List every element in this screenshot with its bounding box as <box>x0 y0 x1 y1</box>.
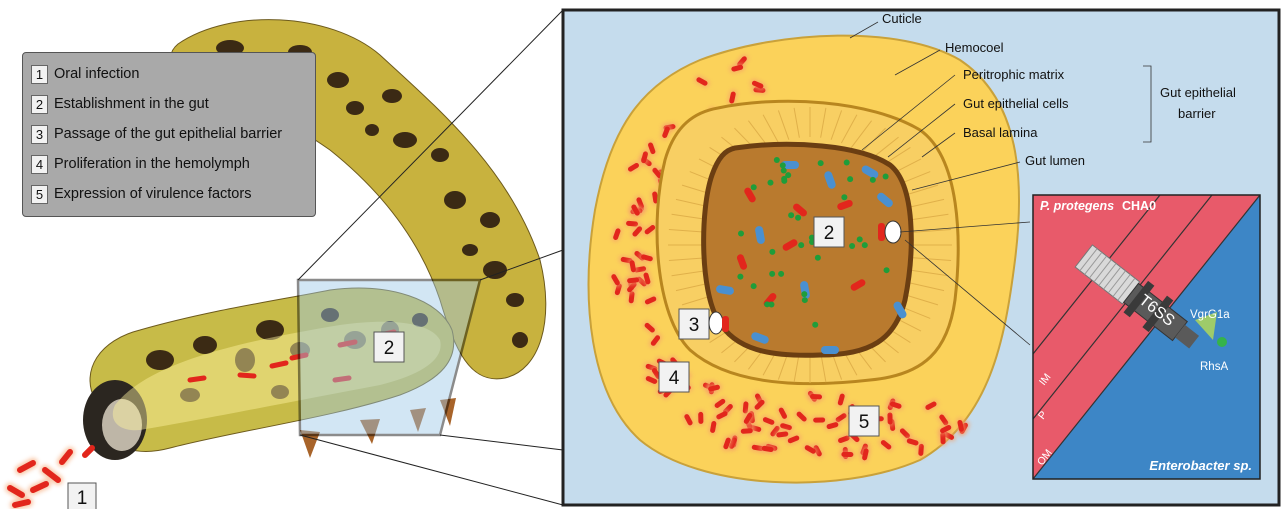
gut-bacterium <box>821 346 839 354</box>
green-particle <box>751 283 757 289</box>
step-3-box: 3 <box>679 309 709 339</box>
green-particle <box>847 176 853 182</box>
legend-item: 2 Establishment in the gut <box>31 93 209 115</box>
green-particle <box>769 271 775 277</box>
green-particle <box>818 160 824 166</box>
legend-item-number: 3 <box>31 125 48 144</box>
legend-item-number: 2 <box>31 95 48 114</box>
legend-item: 5 Expression of virulence factors <box>31 183 251 205</box>
legend-item: 3 Passage of the gut epithelial barrier <box>31 123 282 145</box>
green-particle <box>862 242 868 248</box>
hemolymph-bacterium <box>808 392 824 401</box>
gut-lumen <box>704 144 912 355</box>
green-particle <box>769 249 775 255</box>
green-particle <box>751 184 757 190</box>
legend-item-number: 4 <box>31 155 48 174</box>
label-vgrg1a: VgrG1a <box>1190 309 1230 321</box>
step-4-box: 4 <box>659 362 689 392</box>
label-barrier-line1: Gut epithelial <box>1160 85 1236 100</box>
green-particle <box>781 176 787 182</box>
label-rhsa: RhsA <box>1200 361 1228 373</box>
green-particle <box>849 243 855 249</box>
step-5-label: 5 <box>859 412 870 433</box>
label-gut-epithelial-cells: Gut epithelial cells <box>963 96 1069 111</box>
step-2-box-caterpillar: 2 <box>374 332 404 362</box>
hemolymph-bacterium <box>811 416 827 424</box>
legend-item-label: Establishment in the gut <box>54 96 209 112</box>
step-4-label: 4 <box>669 368 680 389</box>
hemolymph-bacterium <box>839 450 855 458</box>
hemolymph-bacterium <box>739 426 756 435</box>
green-particle <box>795 215 801 221</box>
green-particle <box>884 267 890 273</box>
green-particle <box>737 274 743 280</box>
label-strain-suffix: CHA0 <box>1122 199 1156 213</box>
green-particle <box>798 242 804 248</box>
green-particle <box>857 236 863 242</box>
step-3-label: 3 <box>689 315 700 336</box>
legend-item-number: 5 <box>31 185 48 204</box>
green-particle <box>870 177 876 183</box>
green-particle <box>841 194 847 200</box>
green-particle <box>815 255 821 261</box>
green-particle <box>788 212 794 218</box>
green-particle <box>812 322 818 328</box>
step-1-box: 1 <box>68 483 96 509</box>
hemolymph-bacterium <box>886 410 894 426</box>
label-cuticle: Cuticle <box>882 11 922 26</box>
green-particle <box>802 297 808 303</box>
green-particle <box>781 168 787 174</box>
legend: 1 Oral infection 2 Establishment in the … <box>22 52 316 217</box>
green-particle <box>780 162 786 168</box>
step-2-label-caterpillar: 2 <box>384 338 395 359</box>
label-peritrophic-matrix: Peritrophic matrix <box>963 67 1065 82</box>
label-barrier-line2: barrier <box>1178 106 1216 121</box>
label-target-species: Enterobacter sp. <box>1149 458 1252 473</box>
green-particle <box>764 301 770 307</box>
legend-item: 4 Proliferation in the hemolymph <box>31 153 250 175</box>
t6ss-inset: P. protegens CHA0 T6SS VgrG1a RhsA IM P … <box>1033 195 1260 479</box>
step-2-label-lumen: 2 <box>824 223 835 244</box>
green-particle <box>844 159 850 165</box>
step-2-box-lumen: 2 <box>814 217 844 247</box>
green-particle <box>801 291 807 297</box>
green-particle <box>778 271 784 277</box>
legend-item-label: Passage of the gut epithelial barrier <box>54 126 282 142</box>
label-hemocoel: Hemocoel <box>945 40 1004 55</box>
green-particle <box>767 180 773 186</box>
legend-item: 1 Oral infection <box>31 63 139 85</box>
legend-item-label: Oral infection <box>54 66 139 82</box>
label-basal-lamina: Basal lamina <box>963 125 1038 140</box>
legend-item-number: 1 <box>31 65 48 84</box>
rhsa-protein <box>1217 337 1227 347</box>
hemolymph-bacterium <box>697 410 705 426</box>
label-gut-lumen: Gut lumen <box>1025 153 1085 168</box>
legend-item-label: Expression of virulence factors <box>54 186 251 202</box>
legend-item-label: Proliferation in the hemolymph <box>54 156 250 172</box>
step-5-box: 5 <box>849 406 879 436</box>
green-particle <box>883 174 889 180</box>
label-strain-name: P. protegens <box>1040 199 1114 213</box>
attached-bacterium <box>878 221 901 243</box>
step-1-label: 1 <box>77 488 88 509</box>
green-particle <box>774 157 780 163</box>
green-particle <box>738 231 744 237</box>
